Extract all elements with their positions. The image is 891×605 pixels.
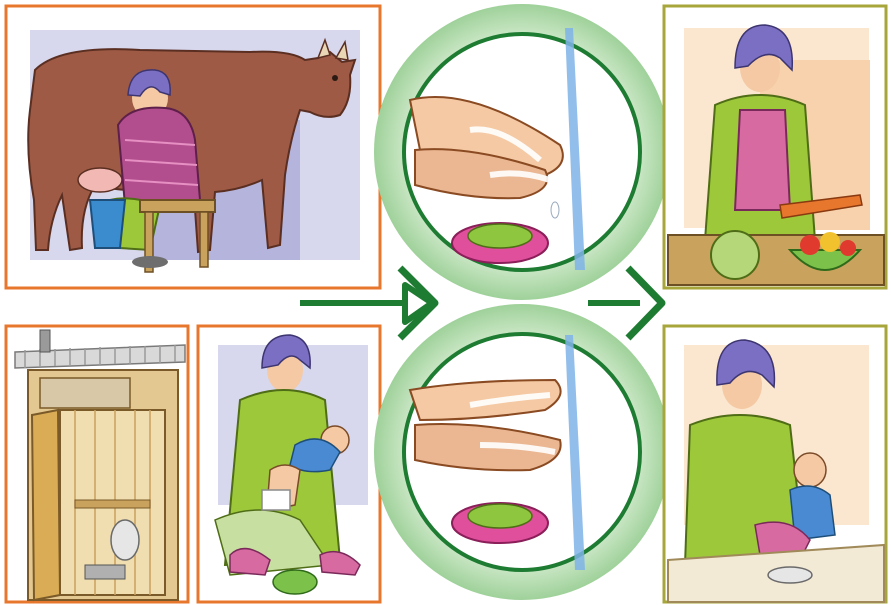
soap-dish-icon xyxy=(452,223,548,263)
latrine-icon xyxy=(15,330,185,600)
preparing-food-panel xyxy=(664,6,886,288)
food-bowl-icon xyxy=(768,567,812,583)
milking-cow-panel xyxy=(6,6,380,288)
outdoor-toilet-panel xyxy=(6,326,188,602)
changing-baby-panel xyxy=(198,326,380,602)
feeding-child-panel xyxy=(664,326,886,602)
soap-dish-icon xyxy=(452,503,548,543)
handwashing-top-panel xyxy=(374,4,670,300)
handwashing-bottom-panel xyxy=(374,304,670,600)
cabbage-icon xyxy=(711,231,759,279)
